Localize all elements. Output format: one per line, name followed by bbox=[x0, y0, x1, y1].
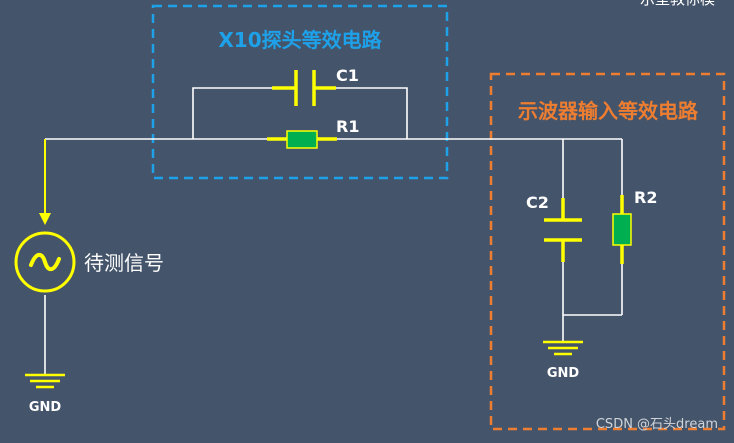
watermark: CSDN @石头dream bbox=[596, 417, 718, 432]
probe-box-title: X10探头等效电路 bbox=[218, 28, 382, 52]
resistor-r2 bbox=[612, 195, 632, 264]
ground-icon-right bbox=[543, 340, 583, 356]
resistor-r1 bbox=[267, 130, 337, 149]
scope-box bbox=[489, 72, 726, 431]
c2-label: C2 bbox=[526, 193, 549, 212]
capacitor-c1 bbox=[272, 70, 336, 106]
ground-icon-left bbox=[25, 373, 65, 389]
main-wire bbox=[44, 87, 623, 375]
probe-box bbox=[151, 4, 449, 180]
c1-label: C1 bbox=[336, 66, 359, 85]
r2-label: R2 bbox=[634, 188, 657, 207]
r1-label: R1 bbox=[336, 117, 359, 136]
corner-text: 示型教你模 bbox=[640, 0, 715, 8]
scope-box-title: 示波器输入等效电路 bbox=[518, 99, 699, 123]
capacitor-c2 bbox=[544, 198, 582, 262]
source-label: 待测信号 bbox=[84, 251, 164, 275]
ac-source-icon bbox=[14, 231, 76, 293]
gnd-right-label: GND bbox=[547, 366, 580, 381]
gnd-left-label: GND bbox=[29, 400, 62, 415]
arrow-down-icon bbox=[39, 139, 51, 225]
